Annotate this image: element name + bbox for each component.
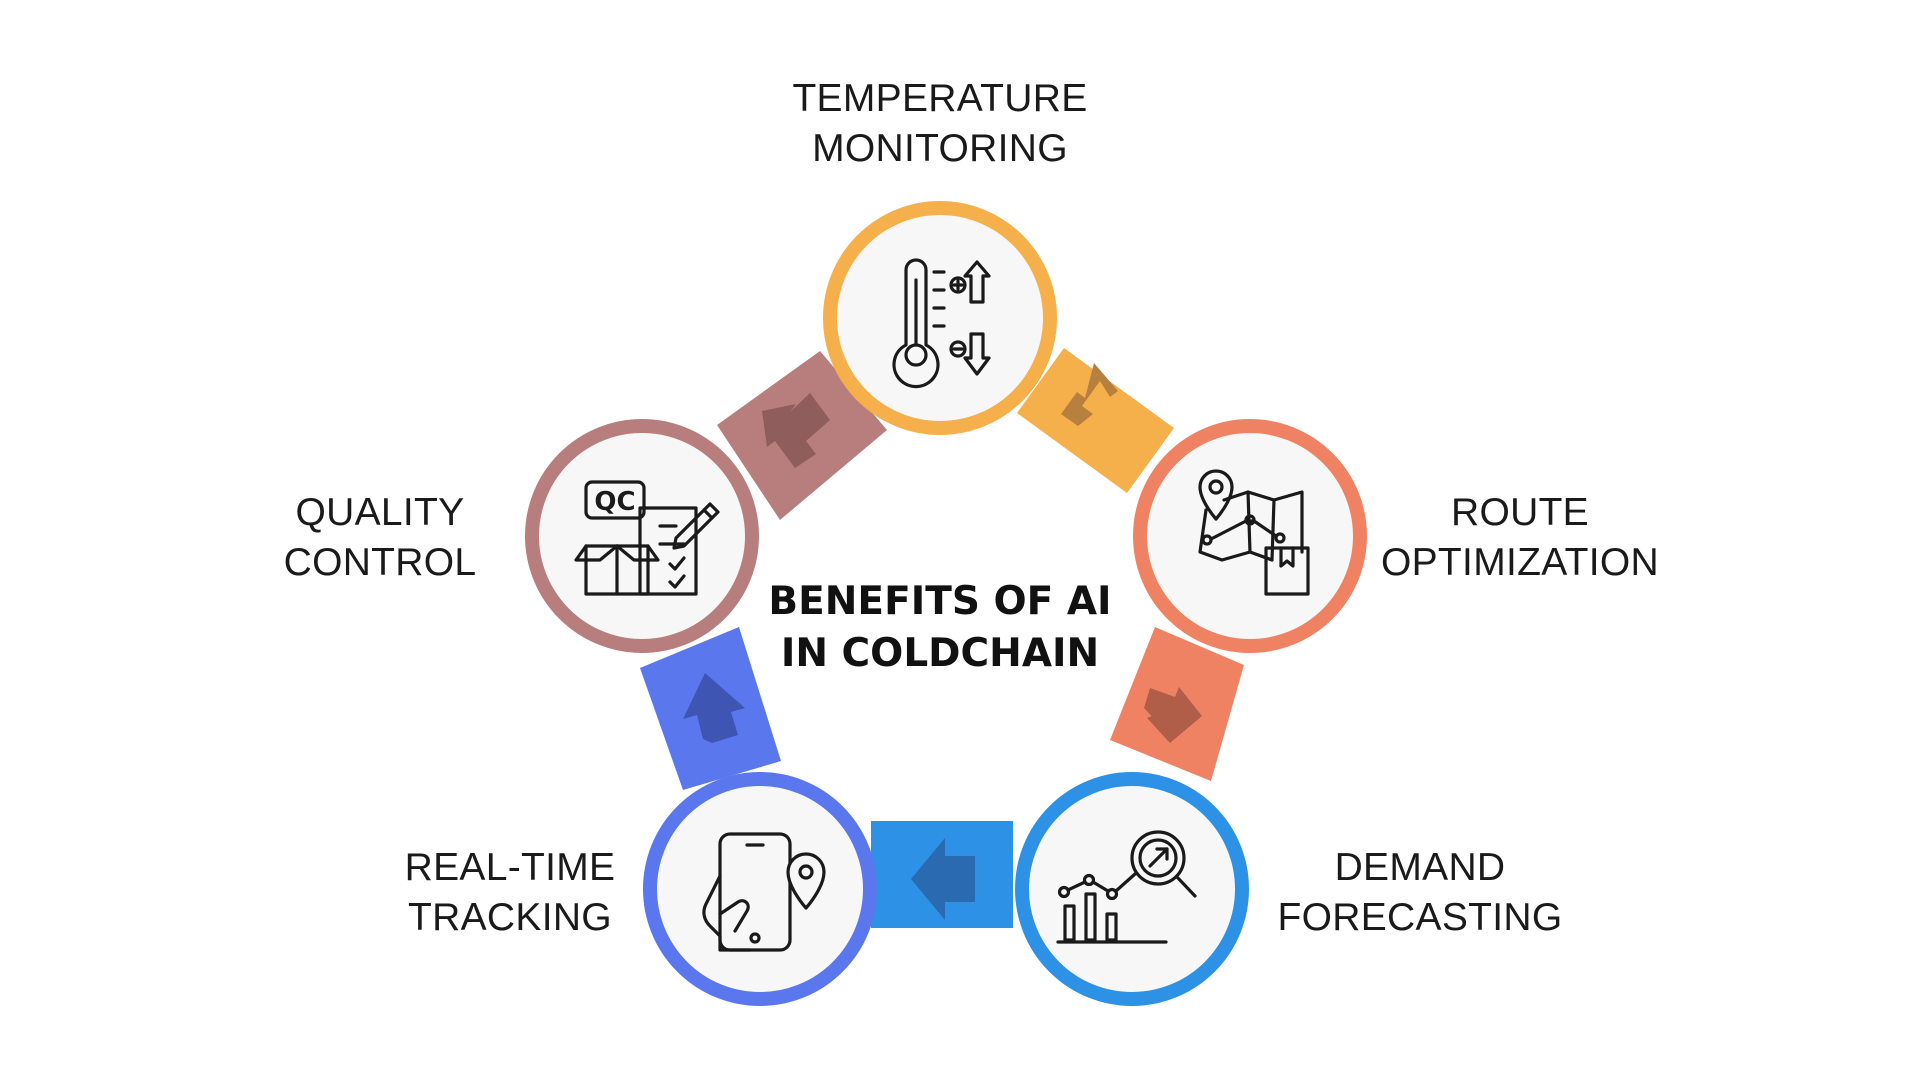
node-label-route-optimization: ROUTE OPTIMIZATION bbox=[1370, 488, 1670, 588]
node-label-line: QUALITY bbox=[295, 491, 465, 534]
qc-icon-text: QC bbox=[594, 487, 635, 517]
diagram-title: BENEFITS OF AI IN COLDCHAIN bbox=[720, 576, 1160, 680]
node-label-quality-control: QUALITY CONTROL bbox=[250, 488, 510, 588]
qc-checklist-icon bbox=[574, 480, 720, 596]
node-label-line: FORECASTING bbox=[1277, 896, 1563, 939]
arrow-tracking-to-quality bbox=[683, 673, 745, 743]
arrow-temperature-to-route bbox=[1061, 363, 1118, 426]
phone-location-icon bbox=[702, 832, 826, 952]
thermometer-icon bbox=[892, 258, 991, 389]
arrow-demand-to-tracking bbox=[911, 838, 975, 920]
diagram-title-line: BENEFITS OF AI bbox=[768, 579, 1112, 624]
node-label-line: OPTIMIZATION bbox=[1380, 541, 1660, 584]
arrow-quality-to-temperature bbox=[762, 393, 830, 468]
node-label-demand-forecasting: DEMAND FORECASTING bbox=[1270, 843, 1570, 943]
node-label-line: ROUTE bbox=[1451, 491, 1589, 534]
node-label-real-time-tracking: REAL-TIME TRACKING bbox=[380, 843, 640, 943]
chart-magnifier-icon bbox=[1056, 830, 1197, 944]
node-label-temperature-monitoring: TEMPERATURE MONITORING bbox=[780, 74, 1100, 174]
node-ring-real-time-tracking bbox=[643, 772, 877, 1006]
node-label-line: CONTROL bbox=[283, 541, 477, 584]
diagram-title-line: IN COLDCHAIN bbox=[780, 631, 1100, 676]
arrow-route-to-demand bbox=[1144, 687, 1202, 743]
map-route-icon bbox=[1198, 469, 1310, 596]
connector-band-temperature-route bbox=[1017, 348, 1174, 493]
node-label-line: TRACKING bbox=[408, 896, 612, 939]
node-ring-demand-forecasting bbox=[1015, 772, 1249, 1006]
node-label-line: TEMPERATURE bbox=[792, 77, 1088, 120]
node-ring-quality-control bbox=[525, 419, 759, 653]
node-label-line: REAL-TIME bbox=[404, 846, 616, 889]
node-label-line: DEMAND bbox=[1334, 846, 1506, 889]
node-label-line: MONITORING bbox=[812, 127, 1068, 170]
node-ring-temperature-monitoring bbox=[823, 201, 1057, 435]
